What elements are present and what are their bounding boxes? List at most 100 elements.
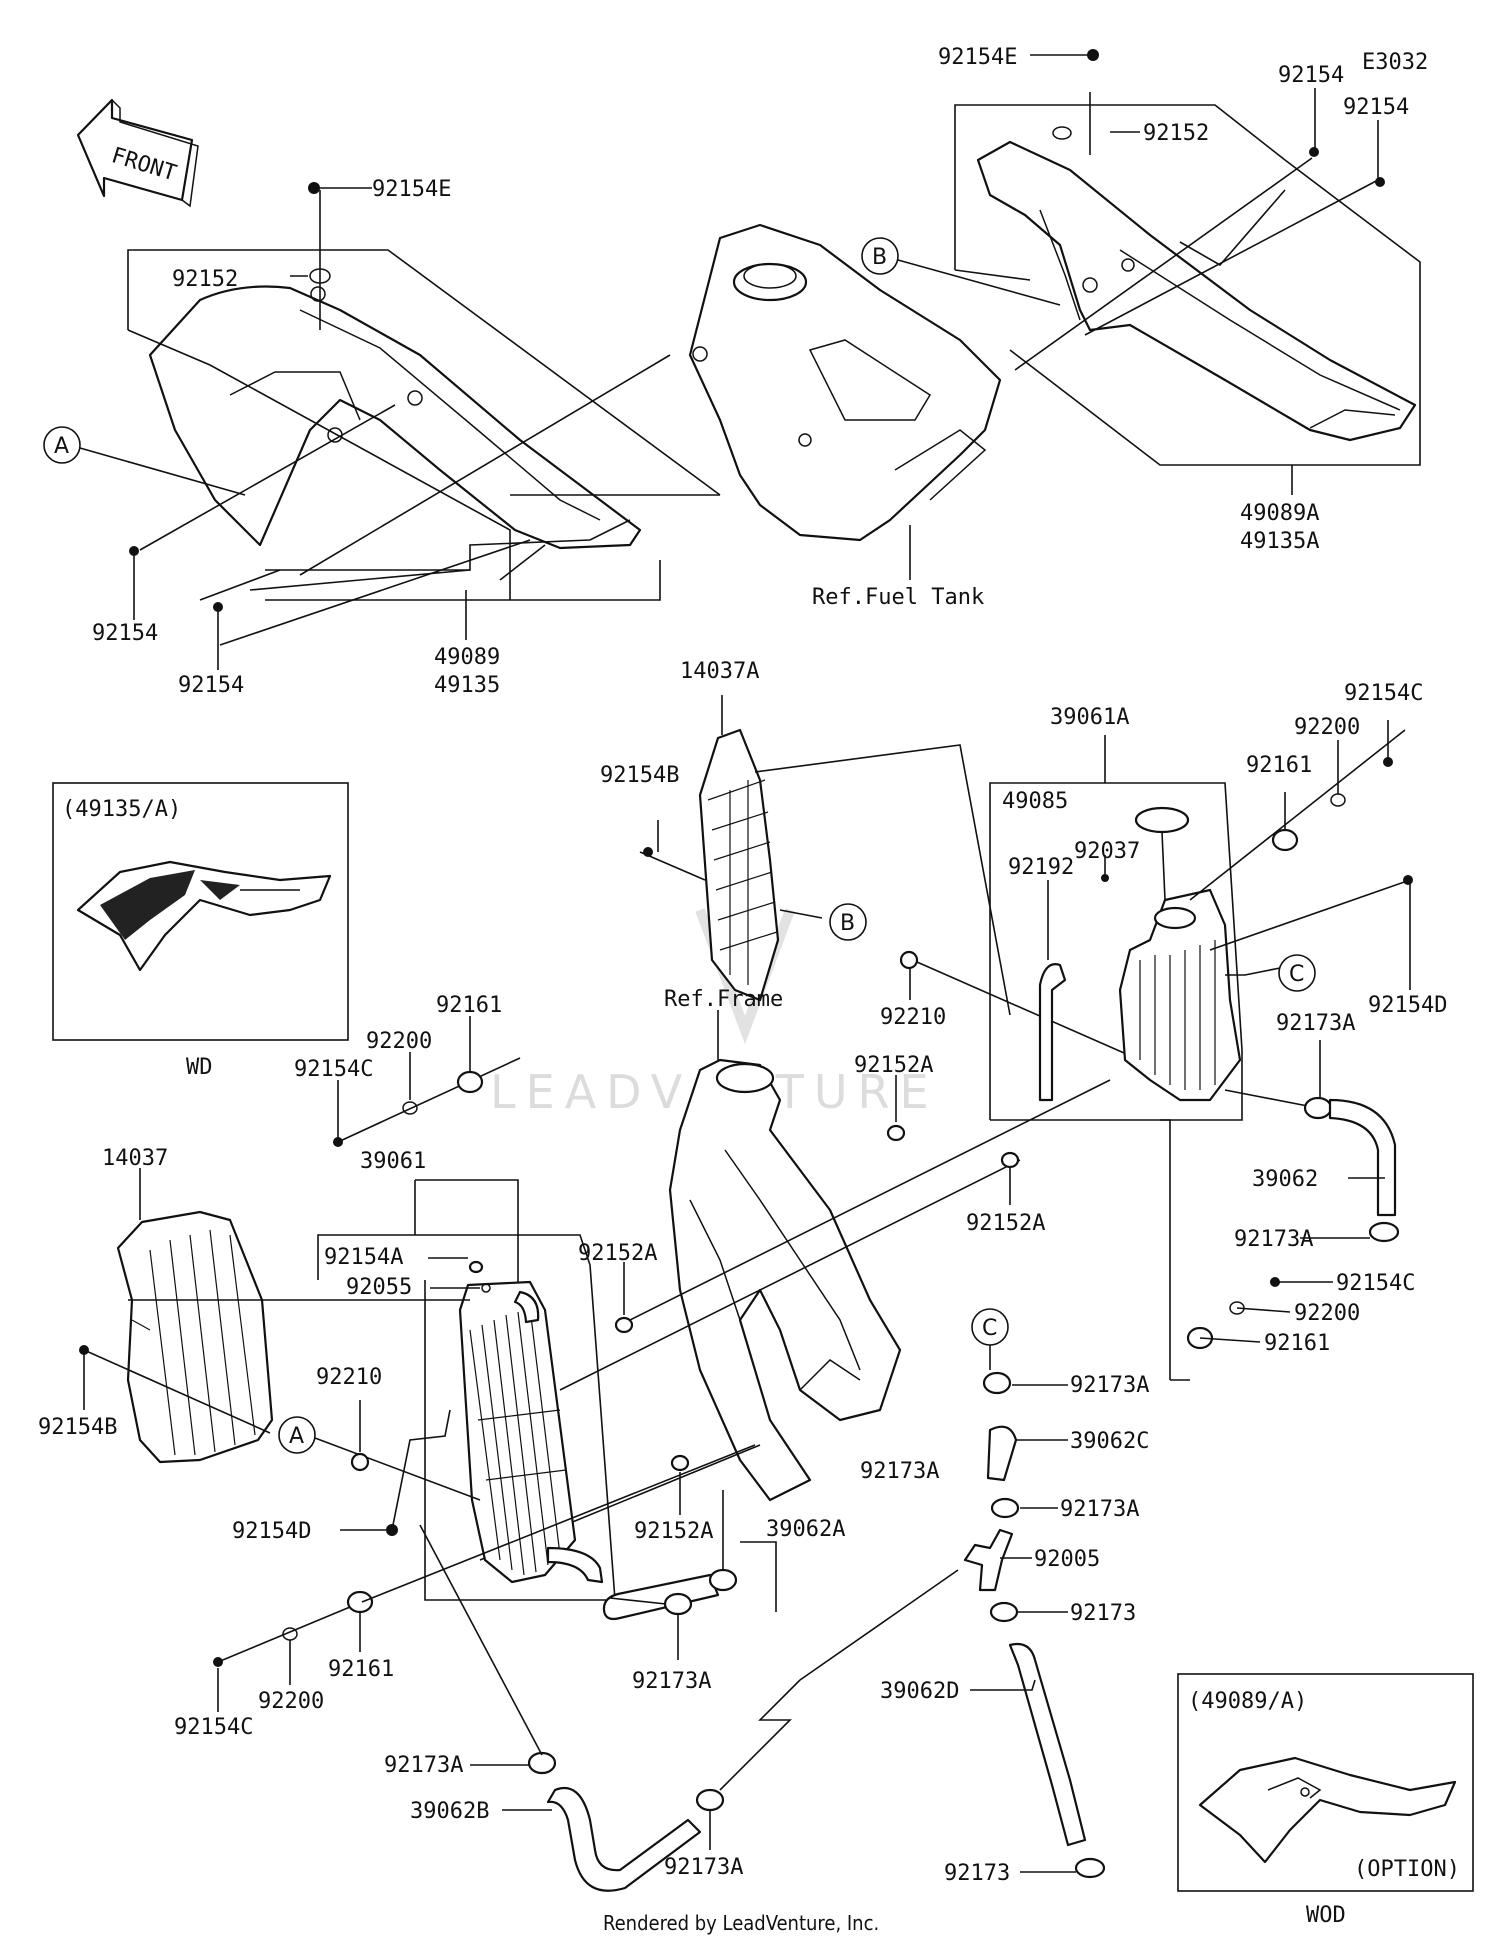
wd-title: (49135/A) xyxy=(62,797,181,822)
label-92152A-2: 92152A xyxy=(966,1211,1045,1236)
label-49089A: 49089A xyxy=(1240,501,1319,526)
hose-39062D xyxy=(1008,1642,1087,1847)
callout-a-bottom-text: A xyxy=(289,1424,304,1449)
label-14037A: 14037A xyxy=(680,659,759,684)
callout-b-mid xyxy=(829,903,867,941)
label-92200-l: 92200 xyxy=(366,1029,432,1054)
label-92161-r2: 92161 xyxy=(1264,1331,1330,1356)
label-ref-fuel-tank: Ref.Fuel Tank xyxy=(812,585,984,610)
mid-collar-92210 xyxy=(899,950,919,970)
right-screw-92154E xyxy=(1087,49,1099,61)
clamp-92173A-a1 xyxy=(708,1568,738,1592)
bushing-92152A-2 xyxy=(1000,1151,1020,1169)
label-92154-l1: 92154 xyxy=(92,621,158,646)
label-ref-frame: Ref.Frame xyxy=(664,987,783,1012)
front-arrow-icon: FRONT xyxy=(76,98,199,208)
label-92173A-r2: 92173A xyxy=(1234,1227,1313,1252)
label-92161-b: 92161 xyxy=(328,1657,394,1682)
hose-39062A xyxy=(602,1573,720,1621)
radiator-cap-49085 xyxy=(1134,806,1190,834)
bushing-92152A-3 xyxy=(614,1316,634,1334)
overflow-tube-92192 xyxy=(1038,963,1067,1102)
callout-a-top-text: A xyxy=(54,434,69,459)
label-92173-2: 92173 xyxy=(944,1861,1010,1886)
label-92152-top: 92152 xyxy=(1143,121,1209,146)
footer-credit: Rendered by LeadVenture, Inc. xyxy=(603,1911,879,1935)
label-92173A-a2: 92173A xyxy=(632,1669,711,1694)
wod-caption: WOD xyxy=(1306,1903,1346,1928)
left-screw-92154E xyxy=(308,182,372,194)
label-92200-r: 92200 xyxy=(1294,715,1360,740)
label-92173A-c1: 92173A xyxy=(1070,1373,1149,1398)
label-49135: 49135 xyxy=(434,673,500,698)
wod-shroud-graphic xyxy=(1198,1756,1457,1864)
right-bolt-92154-2 xyxy=(1375,177,1385,187)
bushing-92152A-4 xyxy=(670,1454,690,1472)
label-92154C-r2: 92154C xyxy=(1336,1271,1415,1296)
fuel-tank xyxy=(688,223,1002,542)
callout-b-top xyxy=(861,237,899,275)
grommet-92161-b xyxy=(346,1590,374,1614)
label-92154E-left: 92154E xyxy=(372,177,451,202)
callout-c-right-text: C xyxy=(1289,962,1304,987)
label-92152A-1: 92152A xyxy=(854,1053,933,1078)
label-39061A: 39061A xyxy=(1050,705,1129,730)
clamp-92173-1 xyxy=(989,1601,1019,1623)
left-washer-92152 xyxy=(309,268,331,284)
label-92152A-3: 92152A xyxy=(578,1241,657,1266)
clamp-92173A-c1 xyxy=(982,1371,1012,1395)
label-92173A-c2: 92173A xyxy=(1060,1497,1139,1522)
radiator-guard-right xyxy=(698,728,780,1002)
clamp-92173A-r2 xyxy=(1368,1221,1400,1243)
callout-b-mid-text: B xyxy=(840,911,855,936)
label-92154D-r: 92154D xyxy=(1368,993,1447,1018)
label-14037: 14037 xyxy=(102,1146,168,1171)
label-92154D-l: 92154D xyxy=(232,1519,311,1544)
radiator-left xyxy=(458,1280,604,1584)
wd-shroud-graphic xyxy=(76,860,332,972)
label-92173A-b1: 92173A xyxy=(384,1753,463,1778)
label-92152A-4: 92152A xyxy=(634,1519,713,1544)
right-side-cover xyxy=(976,140,1417,442)
radiator-right xyxy=(1118,888,1242,1102)
collar-92210-l xyxy=(350,1452,370,1472)
label-92200-b: 92200 xyxy=(258,1689,324,1714)
hose-39062B xyxy=(546,1787,702,1892)
mid-bolt-92154B xyxy=(643,847,653,857)
callout-c-center-text: C xyxy=(982,1316,997,1341)
label-39061: 39061 xyxy=(360,1149,426,1174)
right-bolt-92154-1 xyxy=(1309,147,1319,157)
label-92154C-b: 92154C xyxy=(174,1715,253,1740)
label-92154-tr1: 92154 xyxy=(1278,63,1344,88)
hose-39062 xyxy=(1328,1098,1397,1217)
bolt-92154B-l xyxy=(79,1345,89,1355)
grommet-92161-l xyxy=(456,1070,484,1094)
right-washer-92152 xyxy=(1052,126,1072,140)
callout-c-right xyxy=(1278,954,1316,992)
label-39062A: 39062A xyxy=(766,1517,845,1542)
grommet-92161-r xyxy=(1271,828,1299,852)
label-92005: 92005 xyxy=(1034,1547,1100,1572)
bushing-92152A-1 xyxy=(886,1124,906,1142)
label-92152-left: 92152 xyxy=(172,267,238,292)
label-39062D: 39062D xyxy=(880,1679,959,1704)
label-92154E-top: 92154E xyxy=(938,45,1017,70)
variant-box-wod xyxy=(1177,1673,1474,1892)
label-92037: 92037 xyxy=(1074,839,1140,864)
hose-39062C xyxy=(986,1425,1018,1482)
washer-92055 xyxy=(481,1283,491,1293)
callout-a-bottom xyxy=(278,1416,316,1454)
label-92173A-a1: 92173A xyxy=(860,1459,939,1484)
label-92154-tr2: 92154 xyxy=(1343,95,1409,120)
wod-option: (OPTION) xyxy=(1354,1857,1460,1882)
label-92154C-l: 92154C xyxy=(294,1057,373,1082)
callout-a-top xyxy=(43,426,81,464)
label-92154B-mid: 92154B xyxy=(600,763,679,788)
plug-92154A xyxy=(468,1260,484,1274)
wod-title: (49089/A) xyxy=(1188,1689,1307,1714)
frame xyxy=(668,1058,902,1502)
label-92154-l2: 92154 xyxy=(178,673,244,698)
clamp-92173-2 xyxy=(1074,1857,1106,1879)
label-92055: 92055 xyxy=(346,1275,412,1300)
